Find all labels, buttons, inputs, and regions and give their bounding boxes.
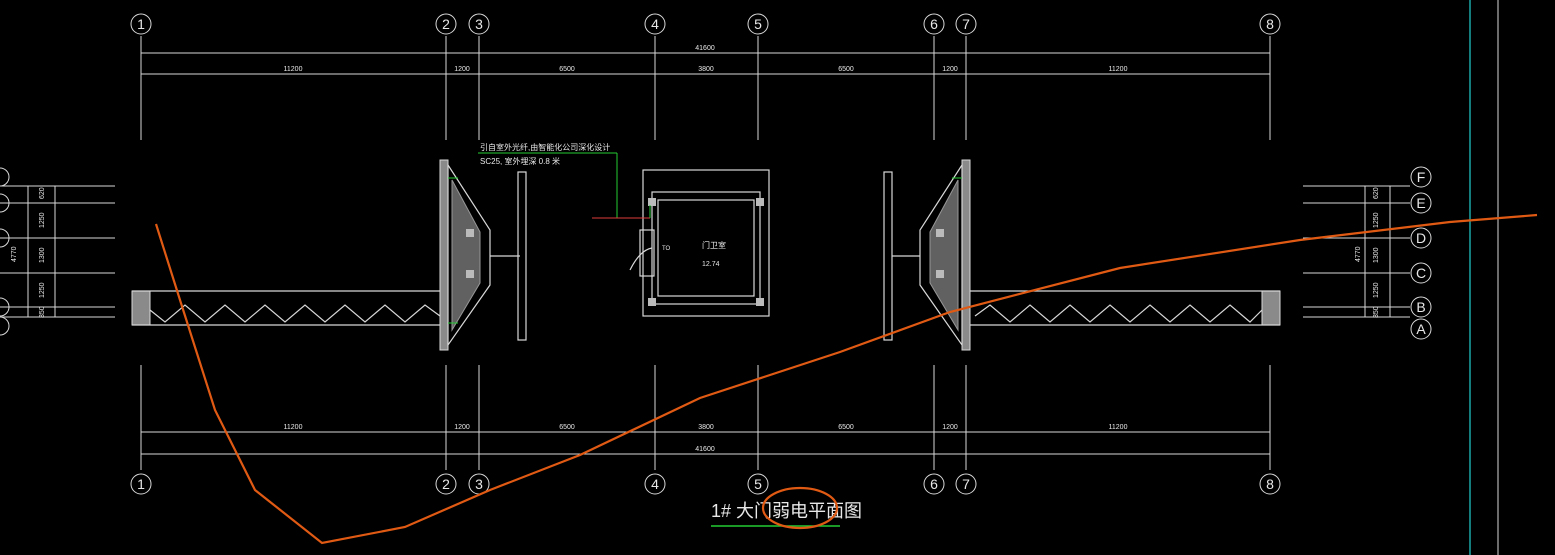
svg-text:350: 350 xyxy=(1373,306,1380,318)
annotation: 引自室外光纤,由智能化公司深化设计 SC25, 室外埋深 0.8 米 xyxy=(478,142,651,219)
markup-line xyxy=(154,213,1538,545)
svg-text:E: E xyxy=(1416,195,1425,211)
dims-right: 620 1250 1300 1250 350 4770 xyxy=(1355,187,1380,318)
svg-text:6: 6 xyxy=(930,476,938,492)
svg-text:5: 5 xyxy=(754,476,762,492)
svg-text:F: F xyxy=(1417,169,1426,185)
svg-text:11200: 11200 xyxy=(284,424,303,431)
drawing-title: 1# 大门弱电平面图 xyxy=(711,501,862,521)
dimension-bottom: 11200 1200 6500 3800 6500 1200 11200 416… xyxy=(141,424,1270,455)
svg-text:350: 350 xyxy=(39,306,46,318)
svg-text:1: 1 xyxy=(137,476,145,492)
svg-text:7: 7 xyxy=(962,476,970,492)
svg-text:41600: 41600 xyxy=(695,446,715,453)
drawing-title-group: 1# 大门弱电平面图 xyxy=(711,501,862,527)
svg-text:3800: 3800 xyxy=(698,424,714,431)
svg-text:1250: 1250 xyxy=(39,282,46,298)
room-area: 12.74 xyxy=(702,261,720,268)
axis-bubbles-top: 1 2 3 4 5 6 7 8 xyxy=(130,13,1281,35)
axis-bubbles-bottom: 1 2 3 4 5 6 7 8 xyxy=(130,473,1281,495)
svg-text:1200: 1200 xyxy=(942,424,958,431)
axis-label: 5 xyxy=(754,16,762,32)
axis-label: 6 xyxy=(930,16,938,32)
right-gate-pillar xyxy=(892,159,971,351)
svg-text:4770: 4770 xyxy=(1355,246,1362,262)
left-gate-pillar xyxy=(439,159,520,351)
svg-text:11200: 11200 xyxy=(1109,424,1128,431)
svg-text:A: A xyxy=(1416,321,1426,337)
svg-text:8: 8 xyxy=(1266,476,1274,492)
svg-text:D: D xyxy=(1416,230,1426,246)
svg-text:6500: 6500 xyxy=(838,66,854,73)
dims-left: 620 1250 1300 1250 350 4770 xyxy=(11,187,46,318)
svg-text:620: 620 xyxy=(1373,187,1380,199)
svg-text:6500: 6500 xyxy=(559,66,575,73)
guard-room: 门卫室 12.74 TO xyxy=(629,169,770,317)
svg-text:1300: 1300 xyxy=(1373,247,1380,263)
markup-circle xyxy=(761,486,839,530)
svg-text:C: C xyxy=(1416,265,1426,281)
axis-label: 8 xyxy=(1266,16,1274,32)
svg-text:1250: 1250 xyxy=(1373,212,1380,228)
svg-text:620: 620 xyxy=(39,187,46,199)
axis-label: 7 xyxy=(962,16,970,32)
axis-label: 1 xyxy=(137,16,145,32)
svg-text:6500: 6500 xyxy=(838,424,854,431)
svg-text:1200: 1200 xyxy=(454,424,470,431)
right-gate-post xyxy=(883,171,893,341)
svg-text:2: 2 xyxy=(442,476,450,492)
svg-text:1250: 1250 xyxy=(39,212,46,228)
svg-text:3800: 3800 xyxy=(698,66,714,73)
tag-text: TO xyxy=(662,246,671,252)
dimension-top: 41600 11200 1200 6500 3800 6500 1200 112… xyxy=(141,45,1270,75)
svg-text:3: 3 xyxy=(475,476,483,492)
svg-text:4: 4 xyxy=(651,476,659,492)
axis-bubbles-right: F E D C B A xyxy=(1410,166,1432,340)
note-line-2: SC25, 室外埋深 0.8 米 xyxy=(480,156,560,166)
svg-text:B: B xyxy=(1416,299,1425,315)
svg-text:11200: 11200 xyxy=(1109,66,1128,73)
svg-text:11200: 11200 xyxy=(284,66,303,73)
svg-text:1300: 1300 xyxy=(39,247,46,263)
left-wall xyxy=(131,290,441,326)
svg-text:4770: 4770 xyxy=(11,246,18,262)
note-line-1: 引自室外光纤,由智能化公司深化设计 xyxy=(480,142,610,152)
total-dim: 41600 xyxy=(695,45,715,52)
grid-stubs-left xyxy=(0,167,115,336)
grid-stubs-right xyxy=(1303,185,1410,318)
right-wall xyxy=(970,290,1281,326)
svg-text:6500: 6500 xyxy=(559,424,575,431)
svg-text:1250: 1250 xyxy=(1373,282,1380,298)
svg-text:1200: 1200 xyxy=(454,66,470,73)
axis-label: 4 xyxy=(651,16,659,32)
axis-label: 3 xyxy=(475,16,483,32)
room-label: 门卫室 xyxy=(702,240,726,250)
axis-label: 2 xyxy=(442,16,450,32)
svg-text:1200: 1200 xyxy=(942,66,958,73)
left-gate-post xyxy=(517,171,527,341)
grid-lines-bottom xyxy=(140,365,1271,470)
